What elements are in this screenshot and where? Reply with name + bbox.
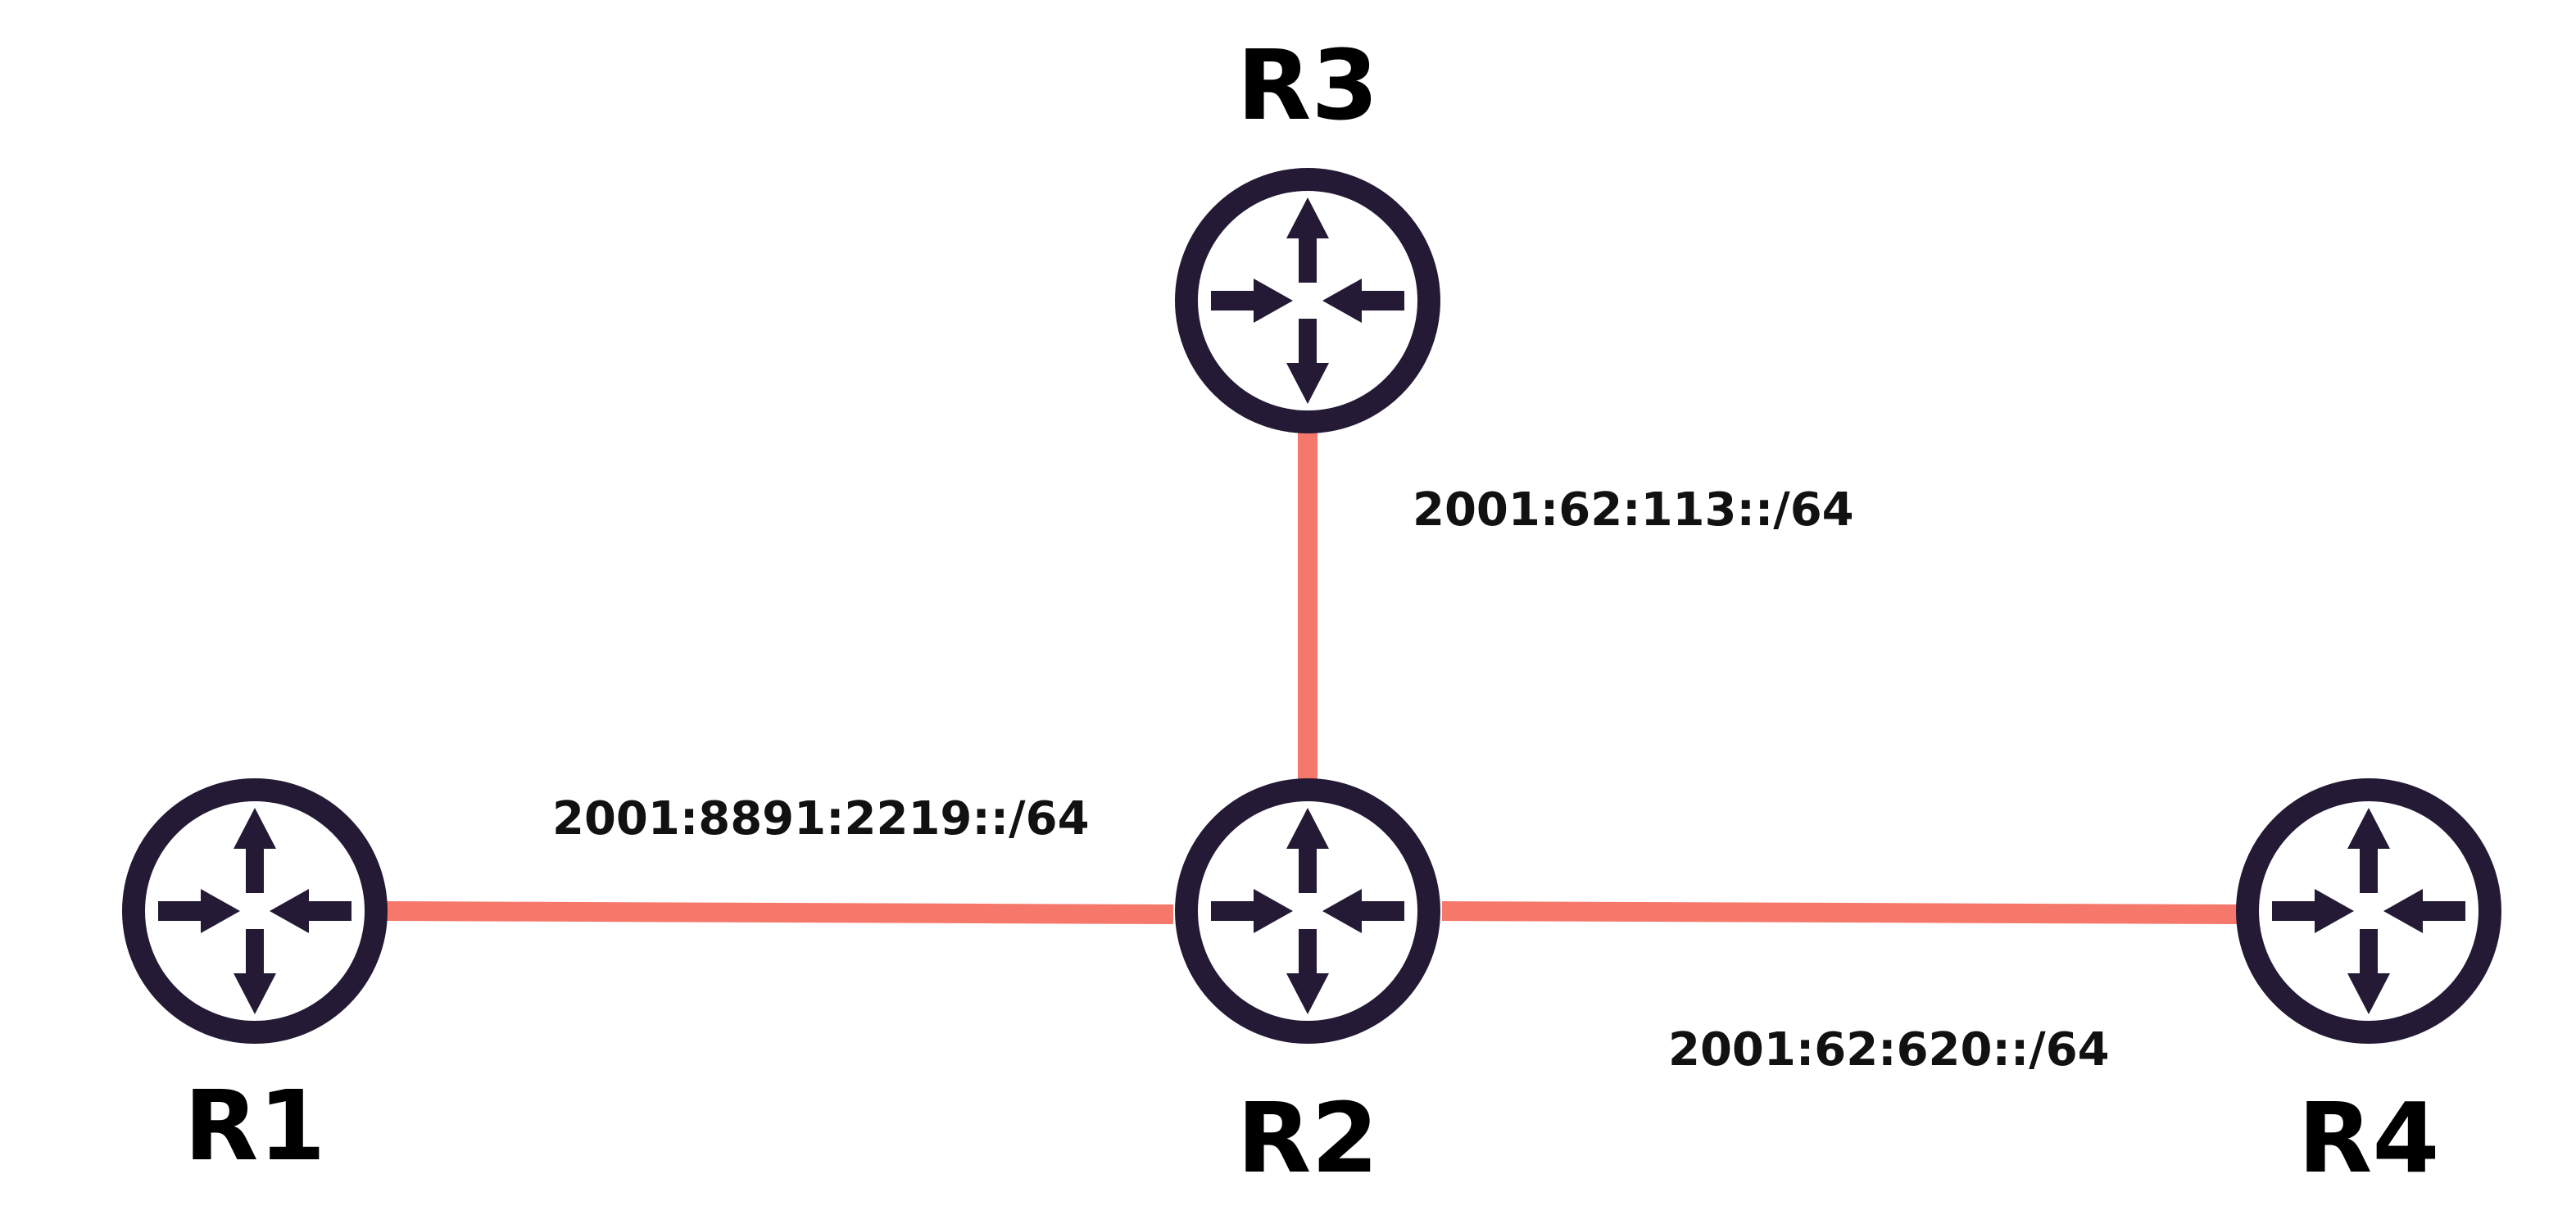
router-r3[interactable] bbox=[1175, 168, 1440, 433]
subnet-label-r2-r4: 2001:62:620::/64 bbox=[1668, 1023, 2110, 1077]
router-icon bbox=[1175, 168, 1440, 433]
router-r2[interactable] bbox=[1175, 778, 1440, 1044]
router-labels: R1 R2 R3 R4 bbox=[184, 29, 2440, 1195]
subnet-labels: 2001:8891:2219::/64 2001:62:113::/64 200… bbox=[552, 483, 2110, 1077]
router-label-r4: R4 bbox=[2298, 1081, 2440, 1195]
subnet-label-r2-r3: 2001:62:113::/64 bbox=[1413, 483, 1854, 537]
router-r4[interactable] bbox=[2236, 778, 2501, 1044]
links-layer bbox=[384, 430, 2238, 924]
router-label-r1: R1 bbox=[184, 1069, 326, 1182]
router-label-r2: R2 bbox=[1237, 1081, 1379, 1195]
link-r2-r4 bbox=[1441, 901, 2238, 924]
router-icon bbox=[2236, 778, 2501, 1044]
router-r1[interactable] bbox=[122, 778, 388, 1044]
router-icon bbox=[1175, 778, 1440, 1044]
subnet-label-r1-r2: 2001:8891:2219::/64 bbox=[552, 792, 1090, 845]
link-r1-r2 bbox=[384, 901, 1174, 924]
router-icon bbox=[122, 778, 388, 1044]
router-label-r3: R3 bbox=[1237, 29, 1379, 142]
